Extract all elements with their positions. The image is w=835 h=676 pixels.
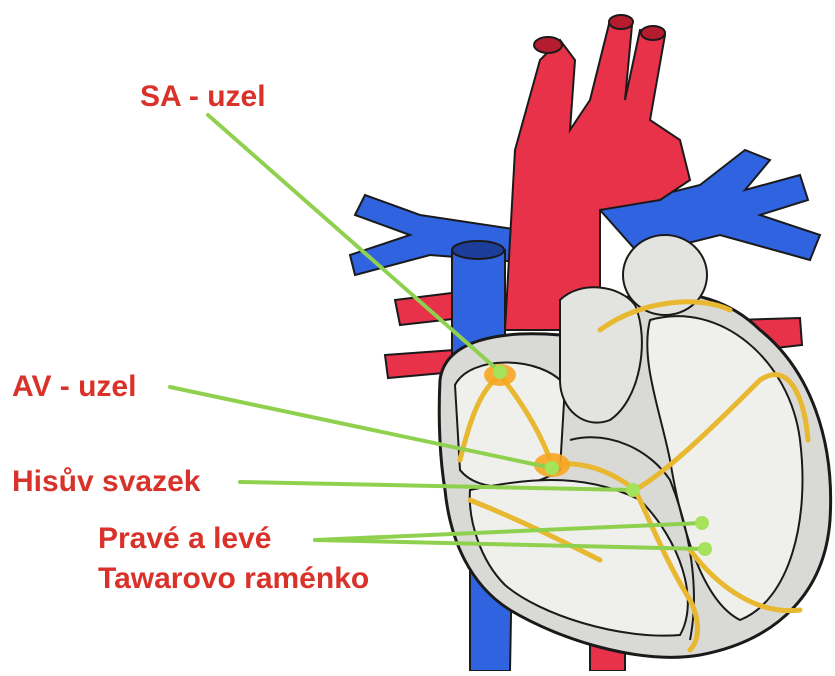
svc-opening [452,241,504,259]
right-branch-dot [695,516,709,530]
aorta-branch-2-opening [609,15,633,29]
left-branch-dot [698,542,712,556]
label-branches-line2: Tawarovo raménko [98,562,369,596]
label-his-bundle: Hisův svazek [12,465,200,499]
label-branches-line1: Pravé a levé [98,522,271,556]
sa-dot [493,365,507,379]
av-dot [545,461,559,475]
aorta-branch-1-opening [534,37,562,53]
his-dot [626,483,640,497]
label-sa-node: SA - uzel [140,80,266,114]
aorta-branch-3-opening [641,26,665,40]
label-av-node: AV - uzel [12,370,136,404]
